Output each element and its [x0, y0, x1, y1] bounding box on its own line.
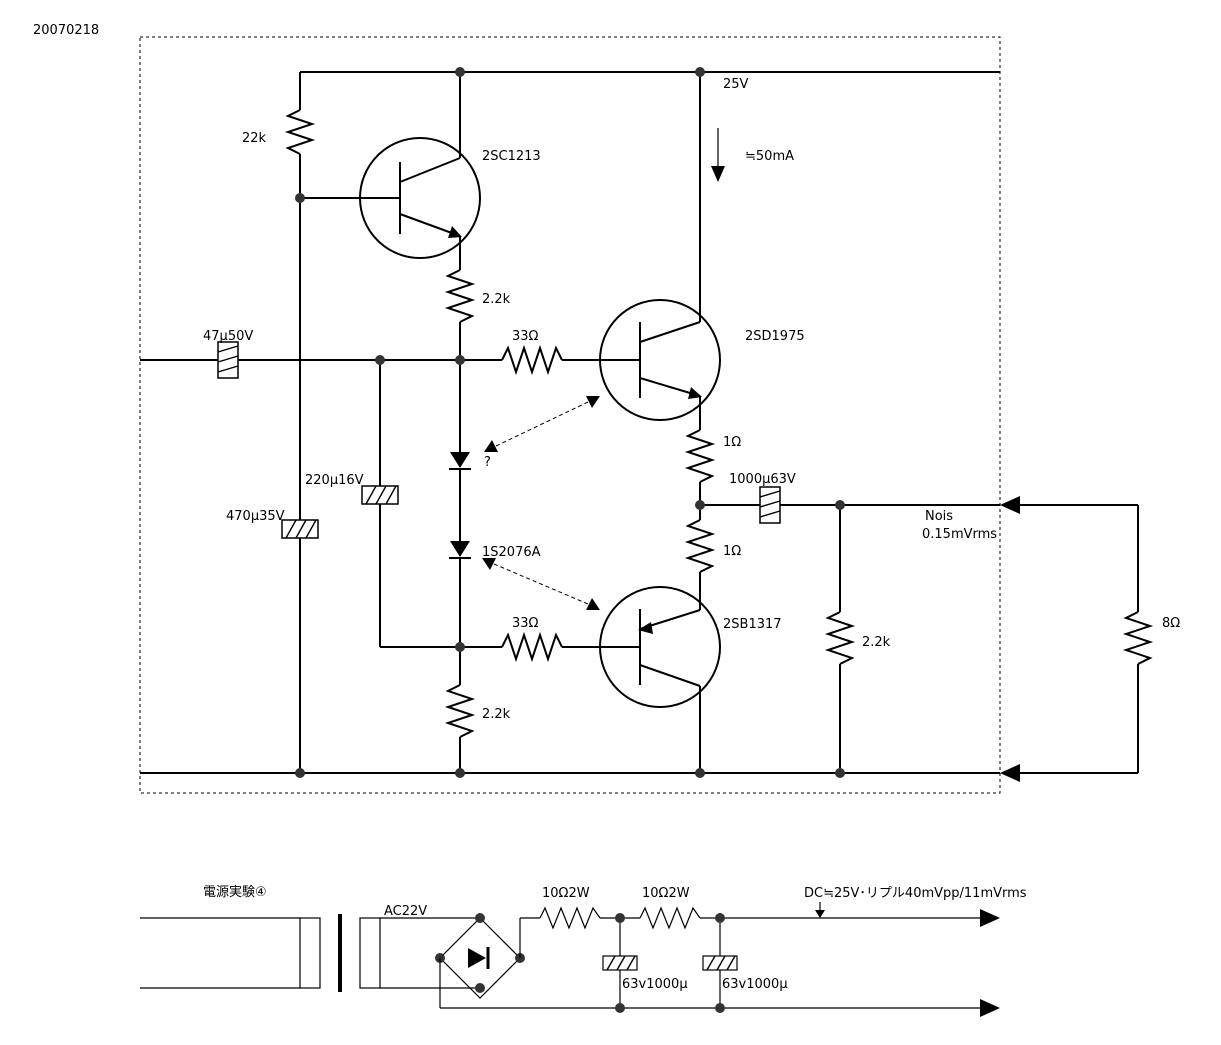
- transistor-2sd1975-label: 2SD1975: [745, 329, 805, 344]
- resistor-2.2k-output-label: 2.2k: [862, 635, 891, 650]
- transistor-2sb1317-label: 2SB1317: [723, 617, 782, 632]
- capacitor-1000u-psu-1: [602, 955, 638, 971]
- resistor-8-load: [1122, 611, 1154, 665]
- noise-label: Nois: [925, 509, 953, 524]
- thermal-coupling-arrow-top: [484, 396, 600, 452]
- noise-value: 0.15mVrms: [922, 527, 997, 542]
- capacitor-47u-label: 47μ50V: [203, 329, 253, 344]
- date-label: 20070218: [33, 23, 99, 38]
- resistor-2.2k-bottom-label: 2.2k: [482, 707, 511, 722]
- capacitor-1000u-psu-2: [702, 955, 738, 971]
- output-arrow-bottom-icon: [1000, 764, 1020, 782]
- junction-dots: [295, 67, 845, 778]
- resistor-22k: [284, 109, 316, 155]
- capacitor-1000u-psu-2-label: 63v1000μ: [722, 977, 788, 992]
- current-arrow-icon: [711, 128, 725, 182]
- dc-output-label: DC≒25V･リプル40mVpp/11mVrms: [804, 886, 1027, 901]
- ac-voltage-label: AC22V: [384, 904, 427, 919]
- resistor-33-top: [501, 344, 563, 376]
- transformer: [140, 914, 381, 992]
- resistor-33-bottom: [501, 631, 563, 663]
- resistor-2.2k-output: [824, 611, 856, 665]
- transistor-2sb1317: [599, 586, 721, 708]
- diode-icon: [449, 452, 471, 470]
- resistor-1-top: [684, 429, 716, 483]
- resistor-1-bottom-label: 1Ω: [723, 544, 741, 559]
- resistor-33-top-label: 33Ω: [512, 329, 539, 344]
- capacitor-1000u-psu-1-label: 63v1000μ: [622, 977, 688, 992]
- bridge-rectifier: [435, 913, 525, 999]
- capacitor-1000u-label: 1000μ63V: [729, 472, 796, 487]
- resistor-10-2w-1-label: 10Ω2W: [542, 886, 590, 901]
- dc-measure-arrow-icon: [815, 902, 825, 918]
- resistor-8-load-label: 8Ω: [1162, 616, 1180, 631]
- capacitor-1000u: [759, 486, 781, 524]
- resistor-2.2k-top: [444, 269, 476, 323]
- resistor-22k-label: 22k: [242, 131, 267, 146]
- capacitor-470u-label: 470μ35V: [226, 509, 285, 524]
- resistor-1-top-label: 1Ω: [723, 435, 741, 450]
- power-supply-title: 電源実験④: [203, 884, 267, 900]
- transistor-2sd1975: [599, 299, 721, 421]
- diode-1s2076a-icon: [449, 541, 471, 559]
- resistor-1-bottom: [684, 519, 716, 573]
- resistor-33-bottom-label: 33Ω: [512, 616, 539, 631]
- power-output-arrow-bottom-icon: [980, 999, 1000, 1017]
- resistor-10-2w-2: [639, 906, 701, 930]
- diode-question-label: ?: [484, 455, 491, 470]
- resistor-10-2w-2-label: 10Ω2W: [642, 886, 690, 901]
- diode-1s2076a-label: 1S2076A: [482, 545, 541, 560]
- output-arrow-top-icon: [1000, 496, 1020, 514]
- transistor-2sc1213-label: 2SC1213: [482, 149, 541, 164]
- resistor-10-2w-1: [539, 906, 601, 930]
- supply-voltage-label: 25V: [723, 77, 749, 92]
- resistor-2.2k-bottom: [444, 684, 476, 738]
- psu-junction-dots: [615, 913, 725, 1013]
- power-output-arrow-top-icon: [980, 909, 1000, 927]
- capacitor-220u-label: 220μ16V: [305, 473, 364, 488]
- capacitor-47u: [217, 341, 239, 379]
- current-label: ≒50mA: [745, 149, 794, 164]
- capacitor-220u: [361, 485, 399, 505]
- resistor-2.2k-top-label: 2.2k: [482, 292, 511, 307]
- thermal-coupling-arrow-bottom: [482, 558, 600, 610]
- capacitor-470u: [281, 519, 319, 539]
- dashed-frame: [139, 36, 1001, 794]
